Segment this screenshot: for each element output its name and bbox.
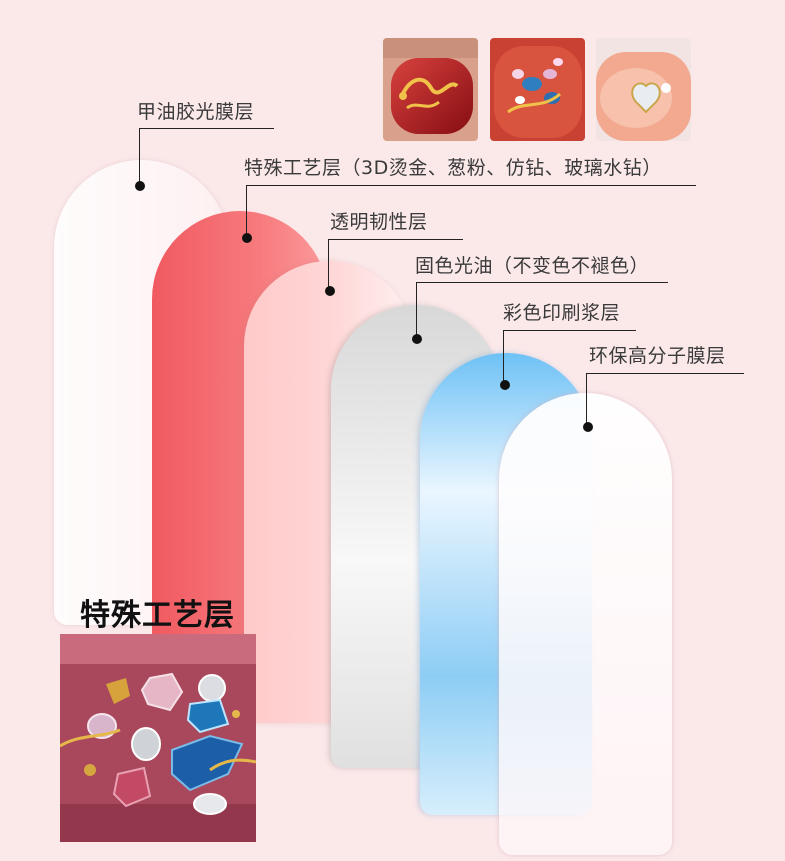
special-craft-marker (242, 233, 252, 243)
eco-polymer-marker (583, 422, 593, 432)
color-fix-leader-h (416, 282, 668, 283)
closeup-title: 特殊工艺层 (80, 598, 235, 633)
gem-nail-thumbnail (490, 38, 585, 141)
transparent-tough-label: 透明韧性层 (330, 211, 428, 233)
special-craft-closeup-image (60, 634, 256, 842)
gel-film-leader (139, 128, 140, 186)
special-craft-label: 特殊工艺层（3D烫金、葱粉、仿钻、玻璃水钻） (244, 157, 662, 179)
gel-film-leader-h (139, 128, 274, 129)
eco-polymer-label: 环保高分子膜层 (589, 345, 726, 367)
eco-polymer-leader-h (586, 373, 744, 374)
transparent-tough-leader (328, 239, 329, 291)
eco-polymer-leader (586, 373, 587, 427)
color-print-leader-h (503, 330, 636, 331)
dragon-nail-thumbnail (383, 38, 478, 141)
eco-polymer-layer (499, 393, 672, 855)
color-print-label: 彩色印刷浆层 (503, 302, 621, 324)
special-craft-leader (246, 185, 247, 238)
heart-nail-thumbnail (596, 38, 691, 141)
color-fix-marker (412, 334, 422, 344)
color-print-leader (503, 330, 504, 385)
color-print-marker (500, 380, 510, 390)
color-fix-leader (416, 282, 417, 339)
special-craft-leader-h (246, 185, 696, 186)
transparent-tough-marker (325, 286, 335, 296)
gel-film-label: 甲油胶光膜层 (137, 101, 255, 123)
gel-film-marker (135, 181, 145, 191)
color-fix-label: 固色光油（不变色不褪色） (415, 255, 650, 277)
transparent-tough-leader-h (328, 239, 463, 240)
